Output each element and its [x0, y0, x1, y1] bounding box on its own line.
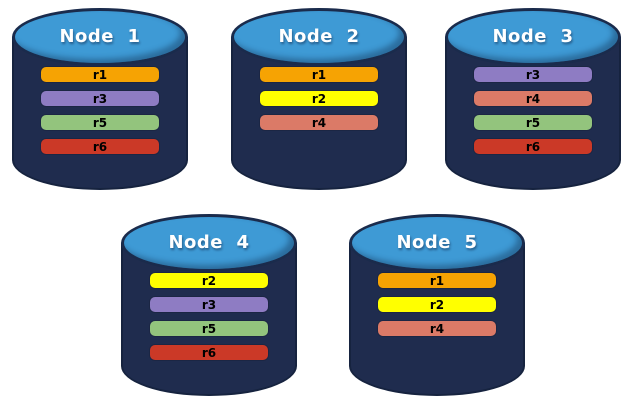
replica-bar-r1: r1 [260, 67, 378, 82]
replica-label: r3 [525, 67, 541, 82]
replica-label: r5 [525, 115, 541, 130]
replica-label: r1 [311, 67, 327, 82]
replica-bar-r5: r5 [41, 115, 159, 130]
replica-label: r6 [92, 139, 108, 154]
replica-bar-r2: r2 [378, 297, 496, 312]
replica-bar-r5: r5 [474, 115, 592, 130]
replica-bar-r4: r4 [260, 115, 378, 130]
cylinder-top: Node 5 [349, 214, 525, 272]
replica-label: r6 [525, 139, 541, 154]
node-title: Node 4 [168, 232, 250, 253]
cylinder-top: Node 2 [231, 8, 407, 66]
replica-bar-r3: r3 [41, 91, 159, 106]
replica-label: r2 [201, 273, 217, 288]
replica-bar-r5: r5 [150, 321, 268, 336]
replica-label: r3 [92, 91, 108, 106]
cylinder-top: Node 3 [445, 8, 621, 66]
replica-label: r4 [429, 321, 445, 336]
replica-list: r2 r3 r5 r6 [121, 273, 297, 360]
replica-bar-r6: r6 [474, 139, 592, 154]
replica-list: r1 r3 r5 r6 [12, 67, 188, 154]
replica-bar-r1: r1 [41, 67, 159, 82]
replica-label: r4 [525, 91, 541, 106]
replica-bar-r2: r2 [150, 273, 268, 288]
database-node-2: Node 2 r1 r2 r4 [231, 8, 407, 190]
replica-label: r2 [311, 91, 327, 106]
database-node-3: Node 3 r3 r4 r5 r6 [445, 8, 621, 190]
replica-bar-r4: r4 [378, 321, 496, 336]
node-title: Node 5 [396, 232, 478, 253]
cylinder-top: Node 4 [121, 214, 297, 272]
database-node-5: Node 5 r1 r2 r4 [349, 214, 525, 396]
replica-bar-r2: r2 [260, 91, 378, 106]
cylinder-body [121, 243, 297, 396]
replica-label: r6 [201, 345, 217, 360]
replica-list: r1 r2 r4 [349, 273, 525, 336]
replica-list: r3 r4 r5 r6 [445, 67, 621, 154]
replica-bar-r6: r6 [150, 345, 268, 360]
replica-bar-r1: r1 [378, 273, 496, 288]
database-node-4: Node 4 r2 r3 r5 r6 [121, 214, 297, 396]
replica-list: r1 r2 r4 [231, 67, 407, 130]
replica-bar-r3: r3 [474, 67, 592, 82]
replica-label: r5 [92, 115, 108, 130]
replica-bar-r3: r3 [150, 297, 268, 312]
replica-label: r1 [429, 273, 445, 288]
replica-label: r5 [201, 321, 217, 336]
node-title: Node 2 [278, 26, 360, 47]
replica-bar-r6: r6 [41, 139, 159, 154]
replica-label: r1 [92, 67, 108, 82]
replica-label: r3 [201, 297, 217, 312]
node-title: Node 1 [59, 26, 141, 47]
replica-label: r4 [311, 115, 327, 130]
cylinder-top: Node 1 [12, 8, 188, 66]
node-title: Node 3 [492, 26, 574, 47]
replica-bar-r4: r4 [474, 91, 592, 106]
database-node-1: Node 1 r1 r3 r5 r6 [12, 8, 188, 190]
replica-label: r2 [429, 297, 445, 312]
cylinder-body [349, 243, 525, 396]
